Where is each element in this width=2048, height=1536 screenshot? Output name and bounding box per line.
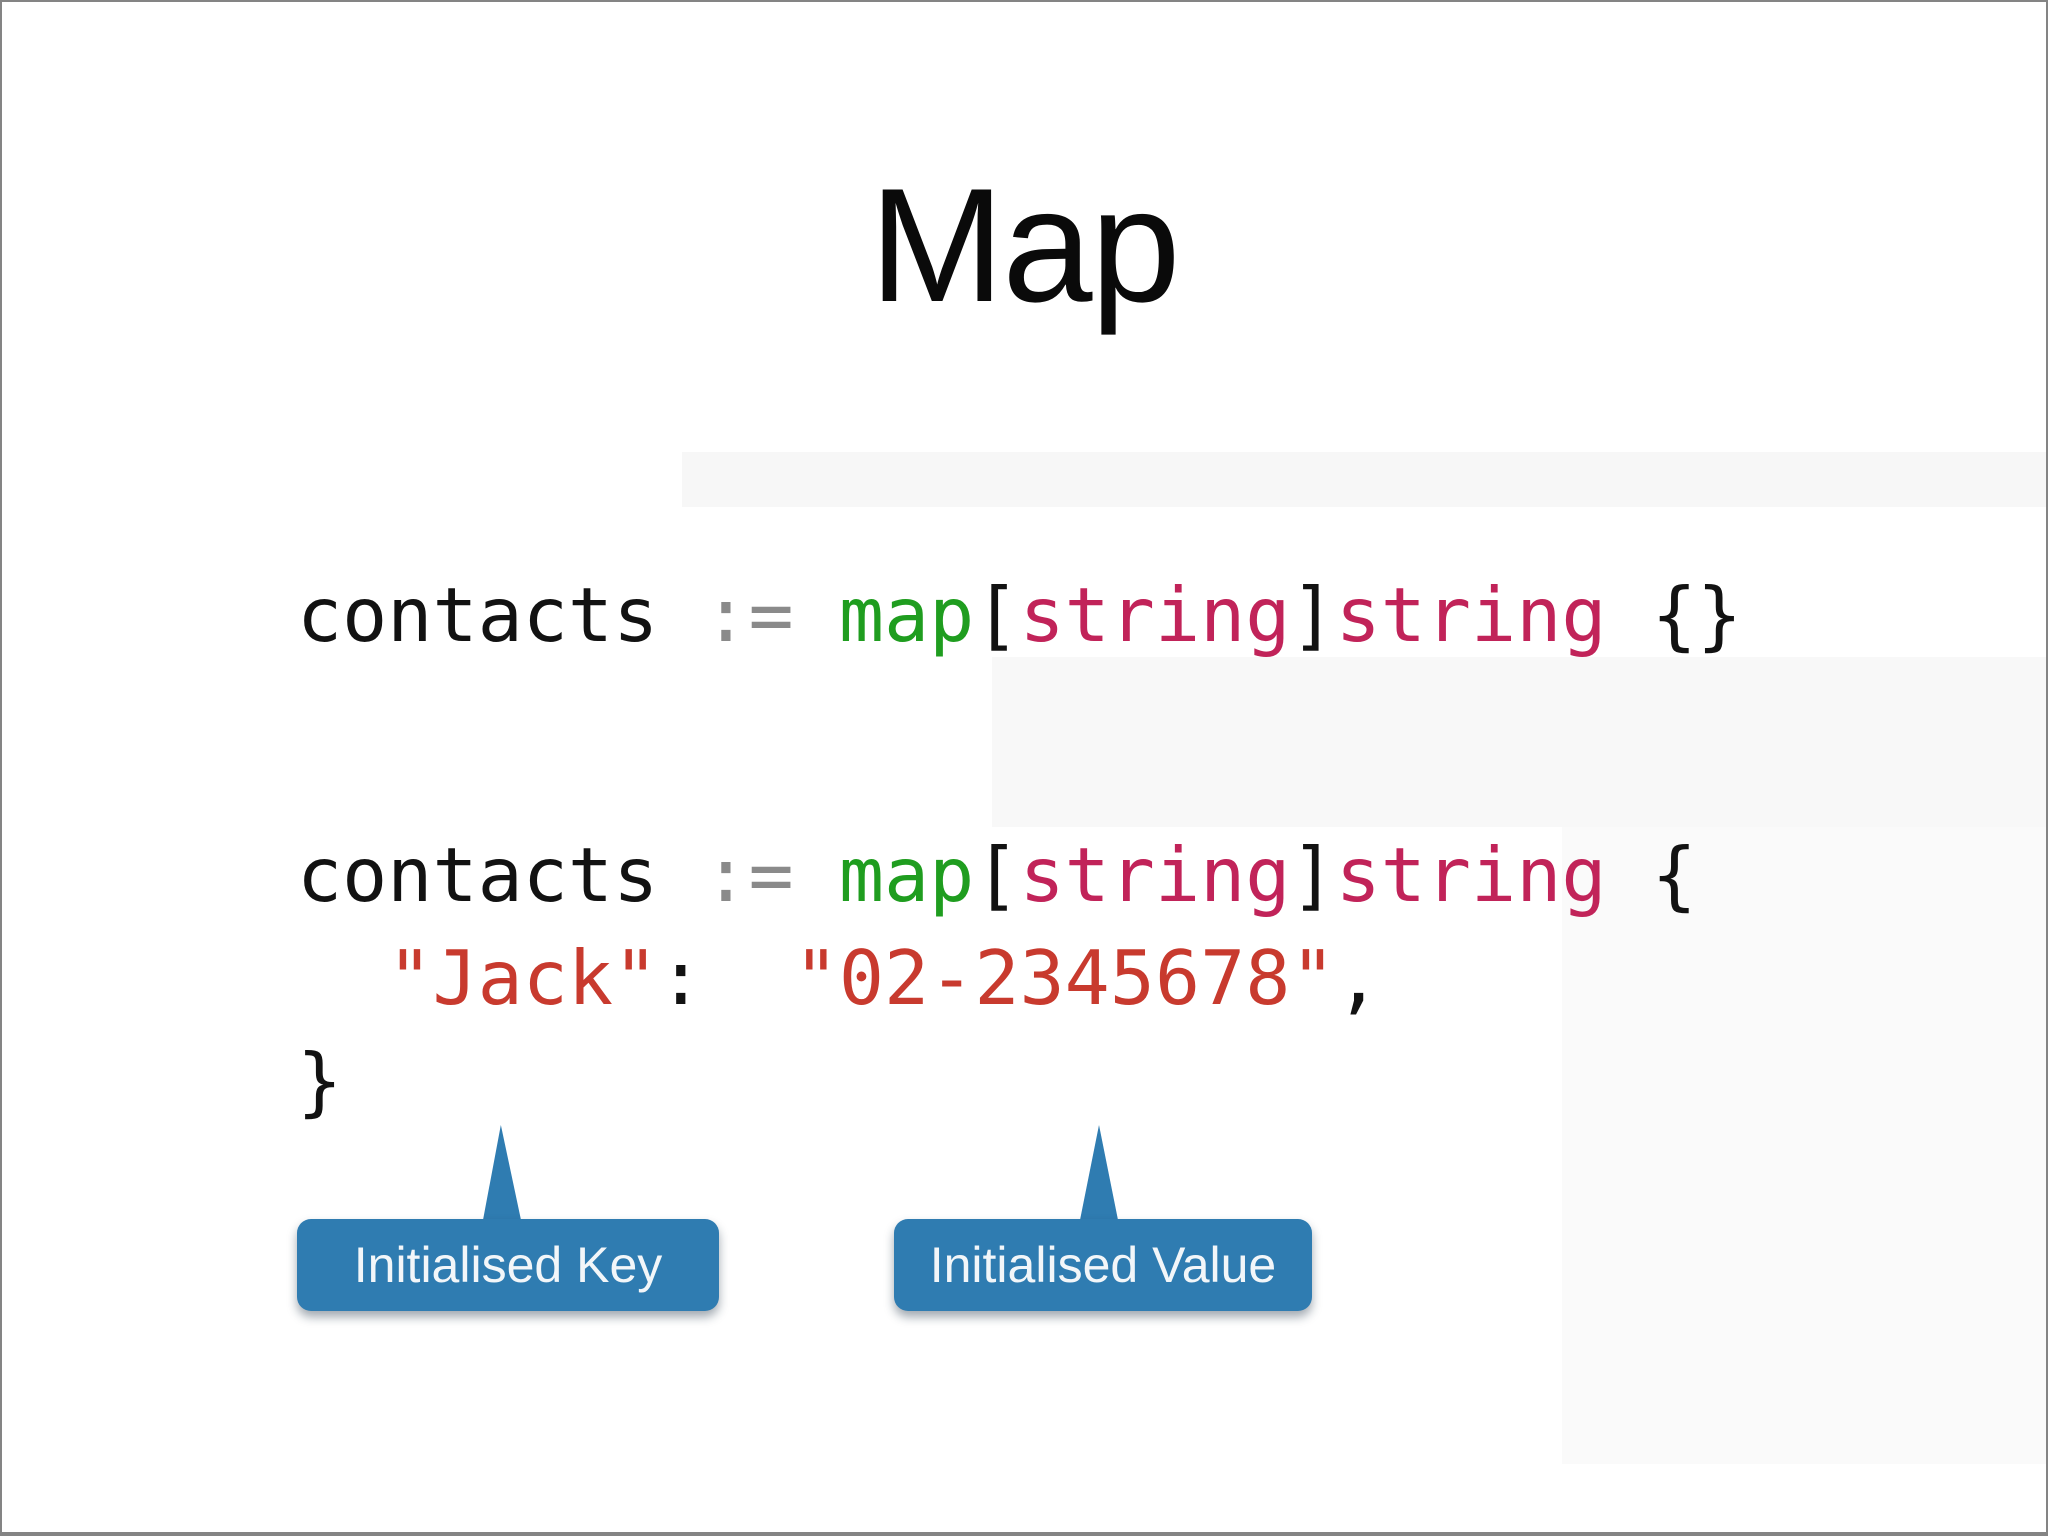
code-token bbox=[794, 831, 839, 919]
code-token bbox=[297, 934, 387, 1022]
code-token-key: "Jack" bbox=[387, 934, 659, 1022]
code-token: , bbox=[1335, 934, 1381, 1022]
code-token: [ bbox=[974, 571, 1020, 659]
code-token: string bbox=[1335, 831, 1607, 919]
code-token: := bbox=[703, 571, 794, 659]
code-token bbox=[794, 571, 839, 659]
callout-initialised-key: Initialised Key bbox=[297, 1219, 719, 1311]
code-token: [ bbox=[974, 831, 1020, 919]
code-token: {} bbox=[1606, 571, 1742, 659]
code-token: map bbox=[838, 831, 975, 919]
code-token: contacts bbox=[297, 831, 704, 919]
page-title: Map bbox=[869, 155, 1180, 336]
code-block-initialised-map: contacts := map[string]string { "Jack": … bbox=[297, 824, 1697, 1133]
code-token: string bbox=[1019, 571, 1291, 659]
code-token-value: "02-2345678" bbox=[793, 934, 1336, 1022]
background-texture bbox=[682, 452, 2046, 507]
code-token: := bbox=[703, 831, 794, 919]
code-token: map bbox=[838, 571, 975, 659]
code-token: { bbox=[1606, 831, 1697, 919]
code-token: string bbox=[1335, 571, 1607, 659]
code-token: : bbox=[658, 934, 794, 1022]
callout-key-label: Initialised Key bbox=[353, 1237, 663, 1293]
callout-initialised-value: Initialised Value bbox=[894, 1219, 1312, 1311]
code-token: ] bbox=[1290, 571, 1336, 659]
code-token: } bbox=[297, 1037, 343, 1125]
code-block-empty-map: contacts := map[string]string {} bbox=[297, 564, 1742, 667]
callout-value-label: Initialised Value bbox=[929, 1237, 1277, 1293]
code-token: string bbox=[1019, 831, 1291, 919]
callout-pointer-key-icon bbox=[483, 1125, 521, 1220]
callout-pointer-value-icon bbox=[1080, 1125, 1118, 1220]
code-token: contacts bbox=[297, 571, 704, 659]
code-token: ] bbox=[1290, 831, 1336, 919]
background-texture bbox=[992, 657, 2046, 827]
